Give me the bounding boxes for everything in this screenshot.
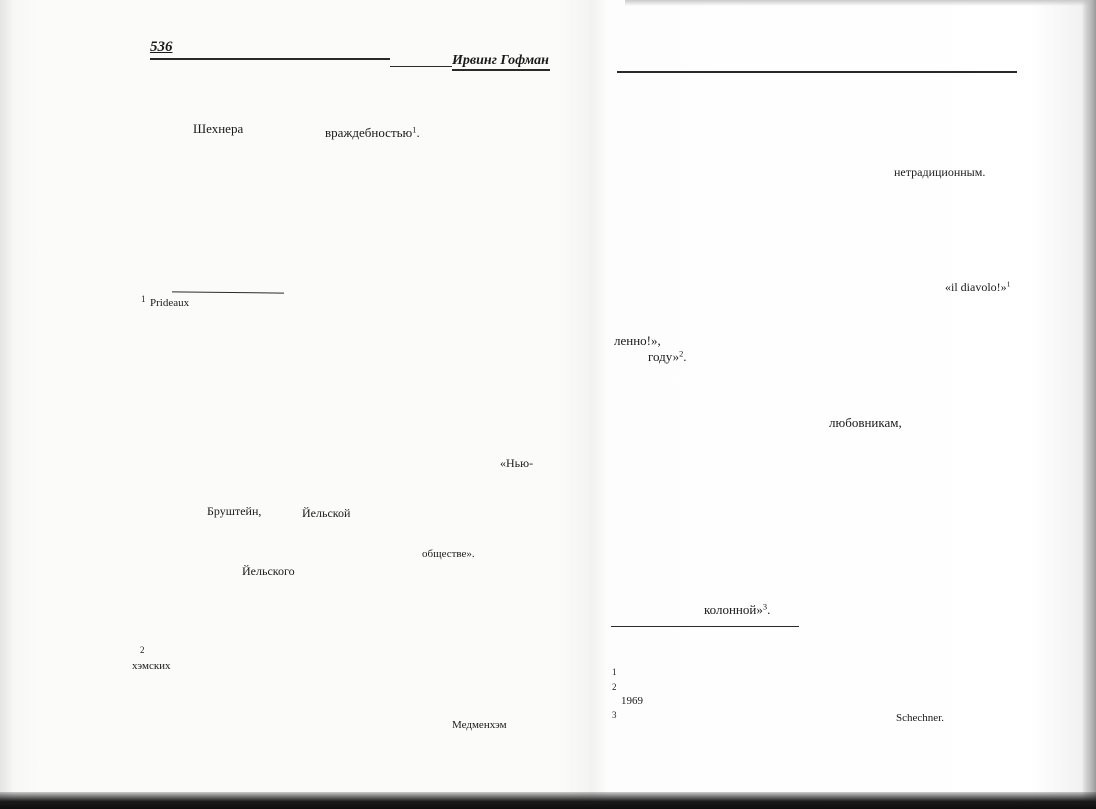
footnote2-marker: 2 [140,645,145,655]
word-yelskogo: Йельского [242,564,295,578]
running-head: Ирвинг Гофман [452,53,549,68]
footnote-ref-r1: 1 [1006,279,1011,289]
word-khemskikh: хэмских [132,660,171,672]
fn-marker-r2: 2 [612,682,617,692]
header-rule-right [452,69,550,71]
word-il-diavolo: «il diavolo!»1 [945,279,1011,294]
footnote1-text: Prideaux [150,297,190,309]
word-godu-text: году» [648,349,680,364]
footnote-rule-right [611,626,799,627]
word-1969: 1969 [621,695,643,707]
word-yelskoy: Йельской [302,506,351,520]
page-number: 536 [150,39,173,55]
word-lenno: ленно!», [614,333,661,348]
word-vrazhdebnostyu: враждебностью1. [325,124,420,140]
scanner-bottom-edge [0,792,1096,809]
header-rule-right-page [617,71,1017,73]
header-rule-left [150,58,390,60]
footnote-ref-r3: 3 [762,601,768,612]
word-netraditsionnym: нетрадиционным. [894,165,986,179]
word-kolonnoy-text: колонной» [704,602,763,617]
word-medmenkhem: Медменхэм [452,719,507,731]
word-lyubovnikam: любовникам, [829,415,902,430]
word-shekhnera: Шехнера [193,121,244,136]
word-godu: году»2. [648,348,687,364]
left-page [0,0,590,809]
right-page [590,0,1096,809]
word-schechner: Schechner. [896,712,944,724]
word-obshchestve: обществе». [422,548,475,560]
fn-marker-r3: 3 [612,710,617,720]
header-rule-mid [390,66,452,67]
page-right-shadow [1082,0,1096,809]
word-kolonnoy: колонной»3. [704,601,771,617]
page-top-shadow [625,0,1096,6]
fn-marker-r1: 1 [612,667,617,677]
footnote1-marker: 1 [141,294,146,304]
word-nyu: «Нью- [500,456,534,470]
word-vrazhdebnostyu-text: враждебностью [325,125,413,140]
footnote-ref-r2: 2 [679,348,684,359]
word-il-diavolo-text: «il diavolo!» [945,280,1007,294]
word-brushtein: Бруштейн, [207,504,262,518]
footnote-ref-1: 1 [412,124,417,135]
